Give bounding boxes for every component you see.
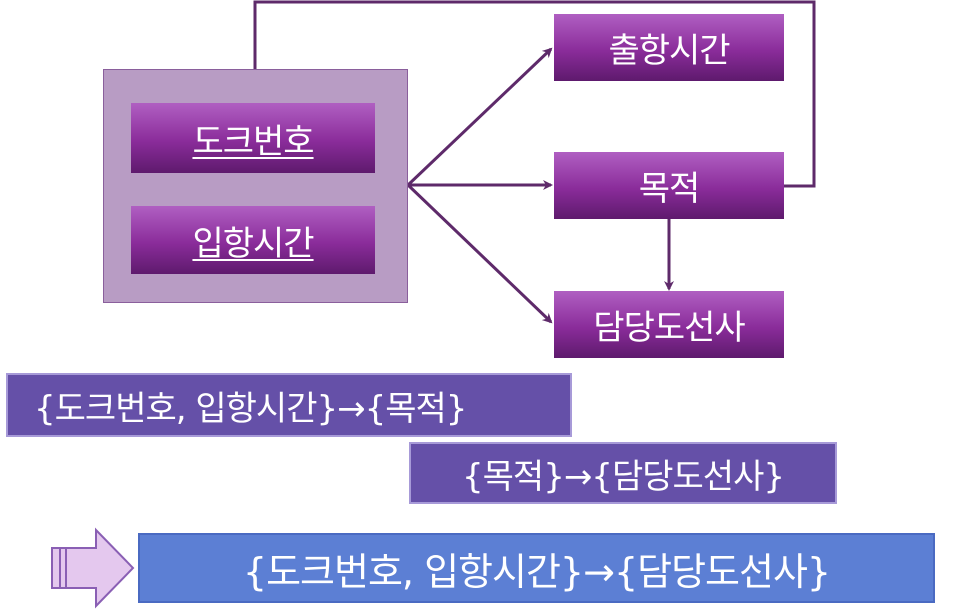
attribute-dock-number: 도크번호 (131, 103, 375, 173)
arrow-to-departure-time (406, 47, 553, 187)
right-block-arrow-icon (51, 527, 135, 609)
attribute-pilot: 담당도선사 (554, 291, 784, 358)
transitive-dependency-result: {도크번호, 입항시간}→{담당도선사} (138, 533, 935, 603)
attribute-arrival-time: 입항시간 (131, 206, 375, 274)
arrow-purpose-to-dock (250, 0, 816, 188)
attribute-departure-time: 출항시간 (554, 14, 784, 81)
dependency-2: {목적}→{담당도선사} (409, 442, 837, 504)
arrow-to-pilot (406, 183, 553, 324)
dependency-1: {도크번호, 입항시간}→{목적} (6, 373, 572, 437)
attribute-purpose: 목적 (554, 152, 784, 219)
